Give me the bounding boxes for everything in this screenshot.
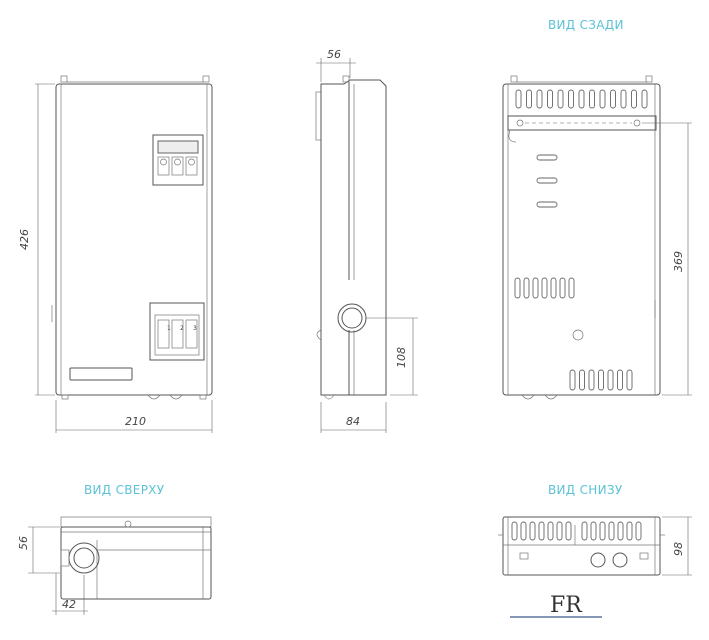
vent-slot: [565, 521, 572, 541]
vent-slot: [598, 369, 604, 391]
dim-top-pipe-offset: 42: [62, 598, 76, 611]
dim-side-top: 56: [327, 48, 341, 61]
dim-rear-mount-height: 369: [672, 251, 685, 272]
vent-slot: [526, 89, 532, 109]
vent-slot: [550, 277, 557, 299]
vent-slot: [608, 521, 615, 541]
vent-slot: [599, 89, 606, 109]
dim-width: 210: [125, 415, 146, 428]
vent-slot: [610, 89, 616, 109]
vent-slot: [538, 521, 545, 541]
vent-slot: [529, 521, 536, 541]
vent-slot: [641, 89, 648, 109]
vent-slot: [532, 277, 539, 299]
vent-slot: [626, 369, 633, 391]
vent-slot: [557, 89, 564, 109]
front-view: 1 2 3 426 210: [18, 75, 213, 433]
vent-slot: [547, 89, 553, 109]
top-view-label: ВИД СВЕРХУ: [84, 483, 165, 497]
breaker-number-1: 1: [167, 325, 171, 332]
bottom-view: 98: [498, 516, 692, 576]
brand-logo: FR: [510, 593, 602, 618]
vent-slot: [589, 89, 595, 109]
bottom-view-label: ВИД СНИЗУ: [548, 483, 623, 497]
vent-slot: [536, 89, 543, 109]
vent-slot: [514, 277, 521, 299]
vent-slot: [588, 369, 595, 391]
vent-slot: [569, 369, 576, 391]
side-view: 56 108 84: [315, 48, 418, 433]
vent-slot: [523, 277, 530, 299]
vent-slot: [635, 521, 642, 541]
vent-slot: [515, 89, 522, 109]
vent-slot: [520, 521, 527, 541]
vent-slot: [607, 369, 614, 391]
rear-view-label: ВИД СЗАДИ: [548, 18, 624, 32]
vent-slot: [541, 277, 548, 299]
vent-slot: [547, 521, 554, 541]
vent-slot: [581, 521, 588, 541]
dim-top-depth: 56: [17, 536, 30, 550]
vent-slot: [631, 89, 637, 109]
vent-slot: [559, 277, 566, 299]
vent-slot: [626, 521, 633, 541]
dim-bottom-depth: 98: [672, 542, 685, 556]
vent-slot: [568, 277, 575, 299]
vent-slot: [617, 369, 623, 391]
top-view: 56 42: [17, 516, 212, 615]
vent-slot: [590, 521, 597, 541]
logo-text: FR: [550, 593, 583, 618]
rear-view: 369: [502, 75, 692, 400]
breaker-number-3: 3: [193, 325, 197, 332]
vent-slot: [617, 521, 624, 541]
vent-slot: [579, 369, 585, 391]
dim-side-depth: 84: [346, 415, 360, 428]
vent-slot: [578, 89, 585, 109]
breaker-number-2: 2: [180, 325, 184, 332]
vent-slot: [599, 521, 606, 541]
dim-height: 426: [18, 229, 31, 250]
vent-slot: [511, 521, 518, 541]
vent-slot: [568, 89, 574, 109]
vent-slot: [556, 521, 563, 541]
vent-slot: [620, 89, 627, 109]
dim-side-pipe-height: 108: [395, 347, 408, 368]
